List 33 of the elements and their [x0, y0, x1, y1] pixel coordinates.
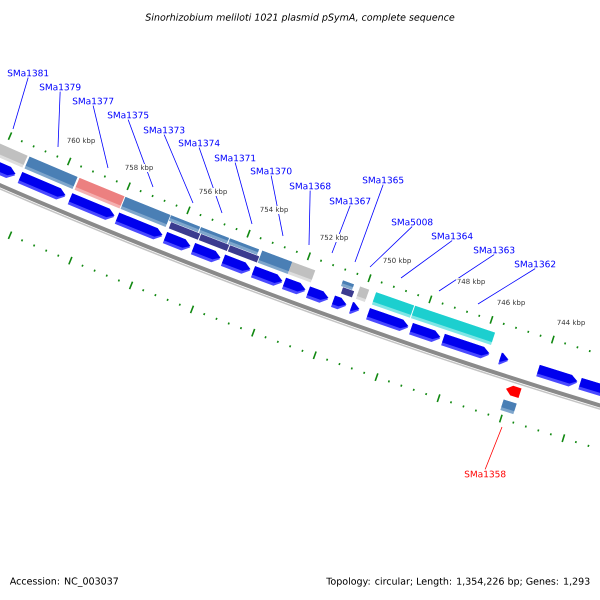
gene-label: SMa1377	[72, 98, 114, 104]
leader-line	[234, 162, 252, 224]
leader-line	[438, 254, 495, 292]
leader-line	[354, 184, 384, 262]
leader-line	[164, 134, 194, 204]
gene-label: SMa1364	[432, 232, 473, 240]
title: Sinorhizobium meliloti 1021 plasmid pSymA, complete sequence	[145, 13, 454, 23]
leader-line	[484, 426, 502, 470]
gene-label: SMa1379	[40, 84, 80, 90]
leader-line	[308, 190, 311, 246]
footer-text: Accession: NC_003037	[9, 576, 120, 588]
gene-label: SMa1363	[474, 246, 514, 254]
leader-line	[370, 226, 413, 268]
leader-line	[58, 91, 61, 148]
gene-label: SMa1365	[362, 176, 404, 184]
gene-label: SMa1367	[330, 198, 370, 204]
gene-label: SMa1375	[108, 112, 148, 118]
gene-label: SMa5008	[392, 218, 432, 226]
gene-label: SMa1362	[514, 260, 556, 268]
leader-line	[198, 147, 222, 214]
gene-label: SMa1373	[144, 126, 184, 134]
leader-line	[400, 240, 453, 278]
gene-label: SMa1358	[464, 470, 506, 478]
gene-label: SMa1381	[8, 70, 48, 76]
leader-line	[12, 77, 29, 130]
gene-label: SMa1371	[214, 154, 256, 162]
leader-line	[92, 105, 108, 168]
gene-label: SMa1368	[290, 182, 330, 190]
footer-text: Topology: circular; Length: 1,354,226 bp; Genes: 1,293	[326, 576, 591, 588]
leader-line	[128, 119, 154, 188]
leader-line	[478, 268, 536, 304]
gene-label: SMa1370	[250, 168, 292, 174]
gene-label: SMa1374	[178, 140, 220, 146]
